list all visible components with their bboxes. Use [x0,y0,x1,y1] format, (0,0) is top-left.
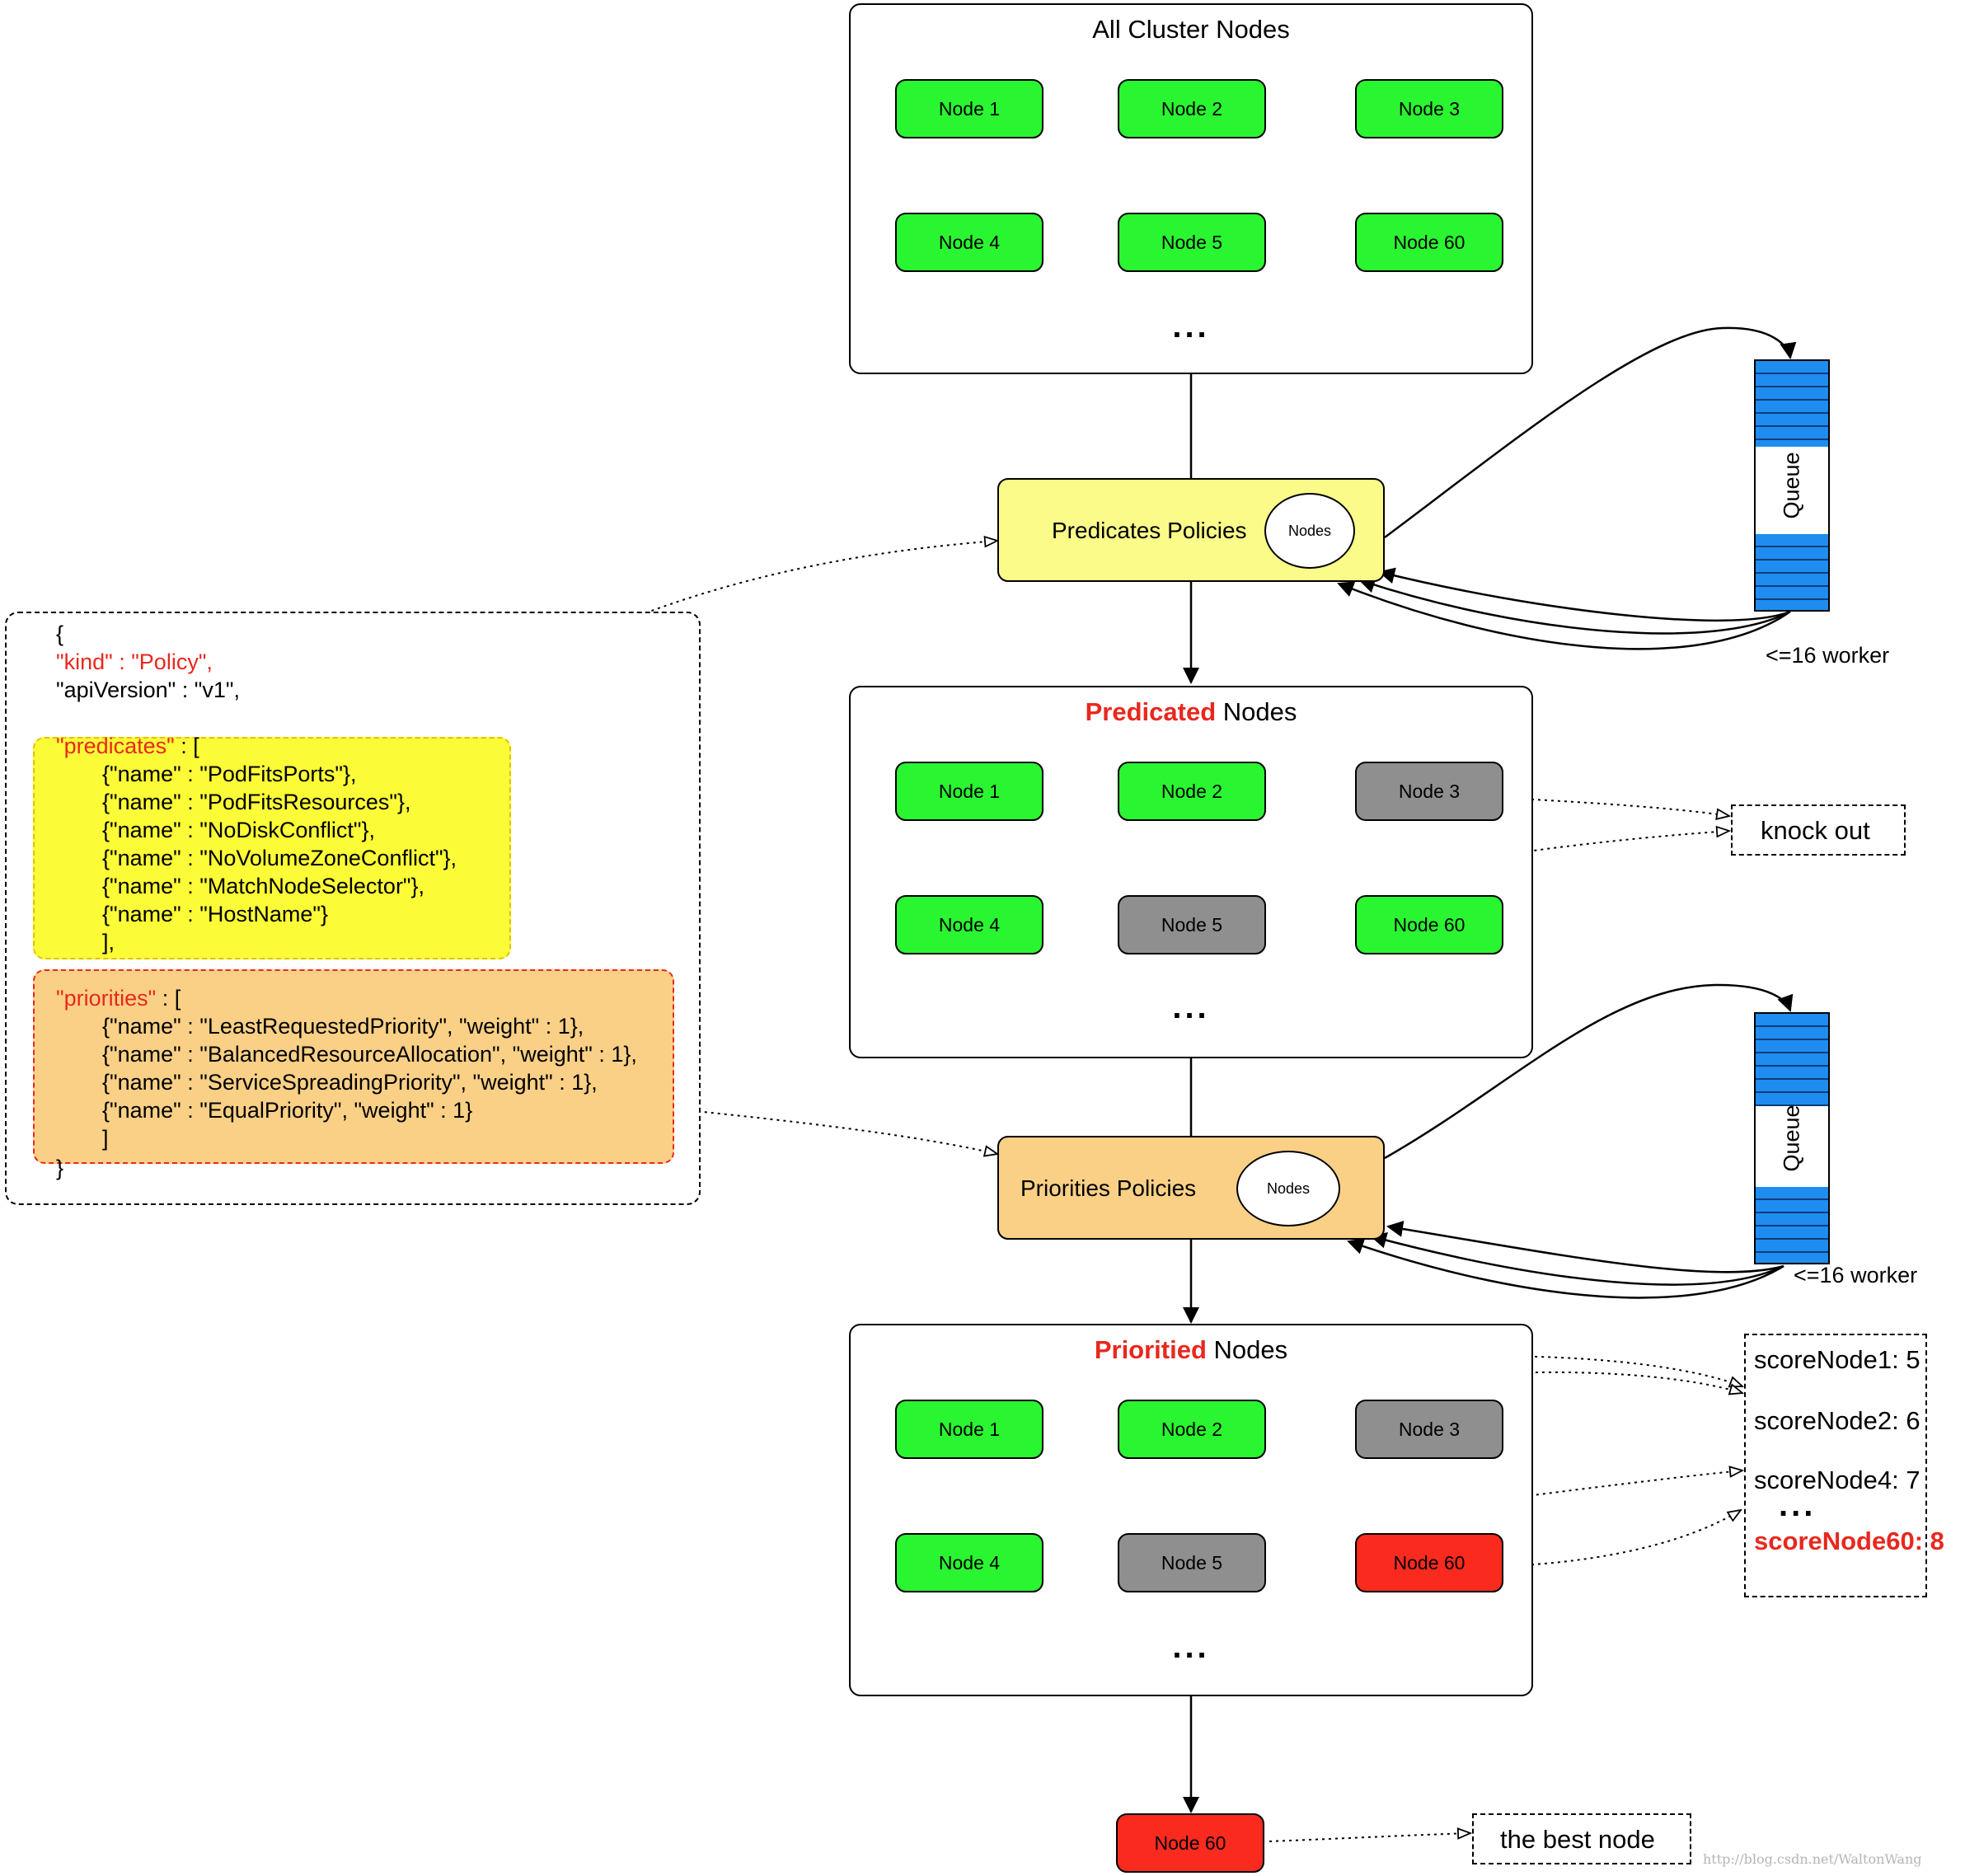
predicates-key: "predicates" [56,734,175,758]
node-3[interactable]: Node 3 [1355,79,1503,138]
prioritied-nodes-panel: Prioritied Nodes Node 1 Node 2 Node 3 No… [849,1324,1533,1696]
policy-json-panel: { "kind" : "Policy", "apiVersion" : "v1"… [5,612,701,1205]
more-nodes-ellipsis: ... [1172,308,1210,345]
node60-to-best-score [1504,1510,1741,1567]
priorities-block [33,969,674,1164]
best-node-box: the best node [1472,1813,1691,1864]
node-1[interactable]: Node 1 [895,1400,1043,1459]
priorities-open: : [ [156,986,181,1011]
queue1-feed-arrow [1384,326,1797,539]
node-1[interactable]: Node 1 [895,79,1043,138]
queue2-worker-arrow-2 [1370,1231,1784,1286]
node-4[interactable]: Node 4 [895,895,1043,954]
node-5-filtered[interactable]: Node 5 [1118,895,1266,954]
node-5[interactable]: Node 5 [1118,213,1266,272]
queue-1-top-slots [1756,361,1828,447]
title-rest: Nodes [1206,1335,1288,1364]
predicates-policies-box[interactable]: Predicates Policies Nodes [997,478,1385,582]
node-1[interactable]: Node 1 [895,762,1043,821]
scores-box: scoreNode1: 5 scoreNode2: 6 scoreNode4: … [1744,1334,1944,1597]
node-60-selected[interactable]: Node 60 [1355,1533,1503,1592]
node-4[interactable]: Node 4 [895,213,1043,272]
queue-1: Queue [1754,359,1830,612]
priority-item: {"name" : "ServiceSpreadingPriority", "w… [102,1070,598,1095]
json-api-line: "apiVersion" : "v1", [56,678,240,702]
priority-item: {"name" : "BalancedResourceAllocation", … [102,1042,637,1067]
node-60[interactable]: Node 60 [1355,213,1503,272]
final-node-to-best-label [1269,1833,1470,1842]
node-2[interactable]: Node 2 [1118,1400,1266,1459]
queue-1-label: Queue [1779,452,1804,519]
queue1-worker-arrow-3 [1337,581,1791,650]
node-2[interactable]: Node 2 [1118,762,1266,821]
predicates-block [33,737,511,959]
queue-1-bottom-slots [1756,534,1828,610]
queue1-worker-arrow-1 [1378,567,1791,622]
predicates-header: "predicates" : [ [56,732,199,760]
priority-item: {"name" : "EqualPriority", "weight" : 1} [102,1098,473,1123]
queue2-feed-arrow [1384,983,1794,1160]
node-2[interactable]: Node 2 [1118,79,1266,138]
queue-2: Queue [1754,1012,1830,1264]
title-rest: Nodes [1216,697,1297,726]
queue2-worker-arrow-1 [1386,1221,1784,1273]
queue-2-top-slots [1756,1014,1828,1106]
priorities-policies-box[interactable]: Priorities Policies Nodes [997,1136,1385,1240]
best-node-label: the best node [1500,1825,1655,1854]
final-node-60[interactable]: Node 60 [1116,1813,1264,1873]
node-3-filtered[interactable]: Node 3 [1355,1400,1503,1459]
panel-title: Predicated Nodes [851,697,1531,727]
queue-1-worker-label: <=16 worker [1766,643,1890,668]
priority-item: {"name" : "LeastRequestedPriority", "wei… [102,1014,584,1039]
predicates-open: : [ [174,734,199,758]
predicates-close: ], [102,930,115,954]
watermark: http://blog.csdn.net/WaltonWang [1703,1851,1922,1867]
score-node1: scoreNode1: 5 [1754,1345,1920,1374]
node-4[interactable]: Node 4 [895,1533,1043,1592]
node3-to-knockout [1504,797,1729,816]
predicate-item: {"name" : "PodFitsResources"}, [102,790,411,814]
kind-value: : "Policy", [112,650,213,674]
nodes-loop-icon: Nodes [1236,1151,1340,1226]
predicate-item: {"name" : "NoDiskConflict"}, [102,818,375,842]
node-3-filtered[interactable]: Node 3 [1355,762,1503,821]
node-60[interactable]: Node 60 [1355,895,1503,954]
queue2-worker-arrow-3 [1347,1238,1784,1299]
knock-out-label: knock out [1761,816,1870,845]
json-open-brace: { [56,621,64,646]
predicate-item: {"name" : "PodFitsPorts"}, [102,762,357,786]
nodes-loop-icon: Nodes [1264,493,1355,569]
json-close-brace: } [56,1156,64,1180]
score-node2: scoreNode2: 6 [1754,1406,1920,1435]
knock-out-box: knock out [1731,804,1906,856]
title-accent: Prioritied [1094,1335,1207,1364]
node-5-filtered[interactable]: Node 5 [1118,1533,1266,1592]
all-cluster-nodes-panel: All Cluster Nodes Node 1 Node 2 Node 3 N… [849,3,1533,374]
priorities-policies-label: Priorities Policies [1020,1175,1197,1201]
queue-2-label: Queue [1779,1104,1804,1172]
queue1-worker-arrow-2 [1358,577,1791,635]
more-scores-ellipsis: ... [1779,1487,1817,1523]
panel-title: Prioritied Nodes [851,1335,1531,1365]
queue-2-bottom-slots [1756,1187,1828,1263]
more-nodes-ellipsis: ... [1172,1629,1210,1665]
panel-title: All Cluster Nodes [1092,15,1290,44]
predicate-item: {"name" : "MatchNodeSelector"}, [102,874,425,898]
priorities-key: "priorities" [56,986,157,1011]
kind-key: "kind" [56,650,113,674]
predicates-policies-label: Predicates Policies [1052,518,1247,543]
score-node4: scoreNode4: 7 [1754,1466,1920,1494]
title-accent: Predicated [1085,697,1217,726]
json-kind-line: "kind" : "Policy", [56,648,213,676]
queue-2-worker-label: <=16 worker [1794,1263,1918,1287]
predicate-item: {"name" : "HostName"} [102,902,328,926]
priorities-json-to-policy [671,1108,997,1154]
predicated-nodes-panel: Predicated Nodes Node 1 Node 2 Node 3 No… [849,686,1533,1058]
predicate-item: {"name" : "NoVolumeZoneConflict"}, [102,846,457,870]
score-node60-best: scoreNode60: 8 [1754,1527,1944,1555]
priorities-close: ] [102,1126,109,1151]
more-nodes-ellipsis: ... [1172,989,1210,1025]
priorities-header: "priorities" : [ [56,984,181,1012]
